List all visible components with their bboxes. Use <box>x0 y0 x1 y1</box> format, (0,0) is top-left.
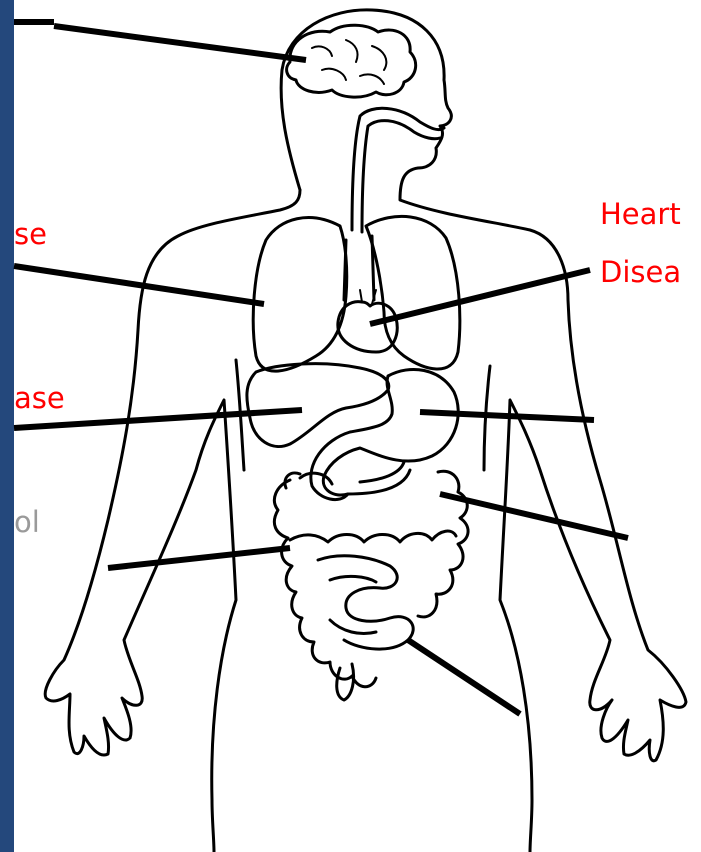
right-lung <box>366 216 460 369</box>
label-heart-line1: Heart <box>600 198 681 230</box>
pointer-line-stomach <box>420 412 594 420</box>
label-gray-fragment: ol <box>14 506 40 538</box>
brain <box>287 25 416 97</box>
duodenum <box>348 462 410 494</box>
liver <box>247 364 389 447</box>
label-lung-fragment: se <box>14 218 47 250</box>
pointer-line-left-colon <box>108 548 290 568</box>
pointer-line-heart <box>370 270 590 324</box>
pointer-lines <box>14 22 628 714</box>
pointer-line-brain <box>54 26 306 60</box>
small-intestine <box>318 556 413 700</box>
label-heart-line2: Disea <box>600 256 681 288</box>
stomach <box>311 369 458 499</box>
pointer-line-lung <box>14 266 264 304</box>
label-liver-fragment: ase <box>14 382 65 414</box>
esophagus <box>352 108 444 230</box>
left-lung <box>253 218 347 372</box>
pointer-line-small-intestine <box>408 640 520 714</box>
heart <box>338 302 397 352</box>
